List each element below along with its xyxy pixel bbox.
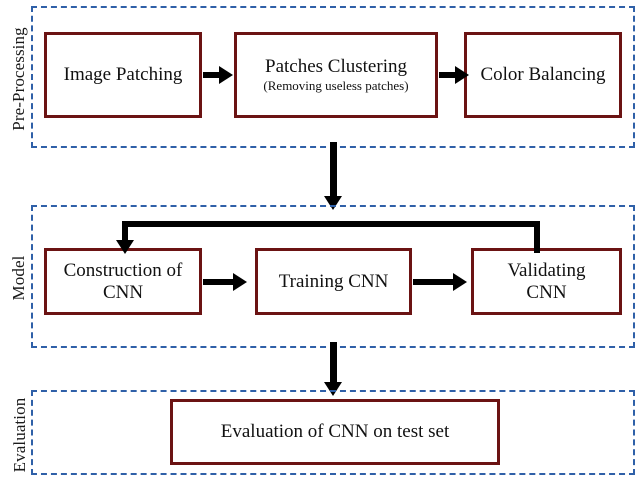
stage-label-model: Model xyxy=(9,255,28,301)
box-patches-clustering[interactable]: Patches Clustering (Removing useless pat… xyxy=(234,32,438,118)
box-color-balancing-title: Color Balancing xyxy=(480,64,606,86)
box-image-patching-title: Image Patching xyxy=(63,64,183,86)
connector-construction-to-training-head xyxy=(233,273,247,291)
connector-pre-processing-to-model-line xyxy=(330,142,337,204)
connector-validating-feedback-head xyxy=(116,240,134,254)
connector-patches-clustering-to-color-balancing-head xyxy=(455,66,469,84)
connector-training-to-validating-head xyxy=(453,273,467,291)
connector-training-to-validating-line xyxy=(413,279,455,285)
connector-validating-feedback-top-line xyxy=(122,221,540,227)
connector-image-patching-to-patches-clustering-line xyxy=(203,72,221,78)
box-training-cnn[interactable]: Training CNN xyxy=(255,248,412,315)
box-training-cnn-title: Training CNN xyxy=(278,270,389,292)
box-validating-cnn[interactable]: Validating CNN xyxy=(471,248,622,315)
box-validating-cnn-title: Validating CNN xyxy=(507,259,586,303)
box-construction-of-cnn[interactable]: Construction of CNN xyxy=(44,248,202,315)
connector-validating-feedback-left-descender xyxy=(122,221,128,247)
box-image-patching[interactable]: Image Patching xyxy=(44,32,202,118)
connector-model-to-evaluation-line xyxy=(330,342,337,390)
box-evaluation-of-cnn-on-test-set[interactable]: Evaluation of CNN on test set xyxy=(170,399,500,465)
box-patches-clustering-subtitle: (Removing useless patches) xyxy=(263,77,409,93)
connector-validating-feedback-right-riser xyxy=(534,221,540,253)
box-color-balancing[interactable]: Color Balancing xyxy=(464,32,622,118)
stage-evaluation xyxy=(31,390,635,475)
connector-model-to-evaluation-head xyxy=(324,382,342,396)
box-patches-clustering-title: Patches Clustering xyxy=(265,56,407,78)
connector-patches-clustering-to-color-balancing-line xyxy=(439,72,457,78)
box-evaluation-of-cnn-on-test-set-title: Evaluation of CNN on test set xyxy=(220,421,450,443)
stage-label-pre-processing: Pre-Processing xyxy=(9,27,28,131)
connector-construction-to-training-line xyxy=(203,279,235,285)
stage-label-evaluation: Evaluation xyxy=(10,397,29,473)
box-construction-of-cnn-title: Construction of CNN xyxy=(63,259,183,303)
connector-image-patching-to-patches-clustering-head xyxy=(219,66,233,84)
